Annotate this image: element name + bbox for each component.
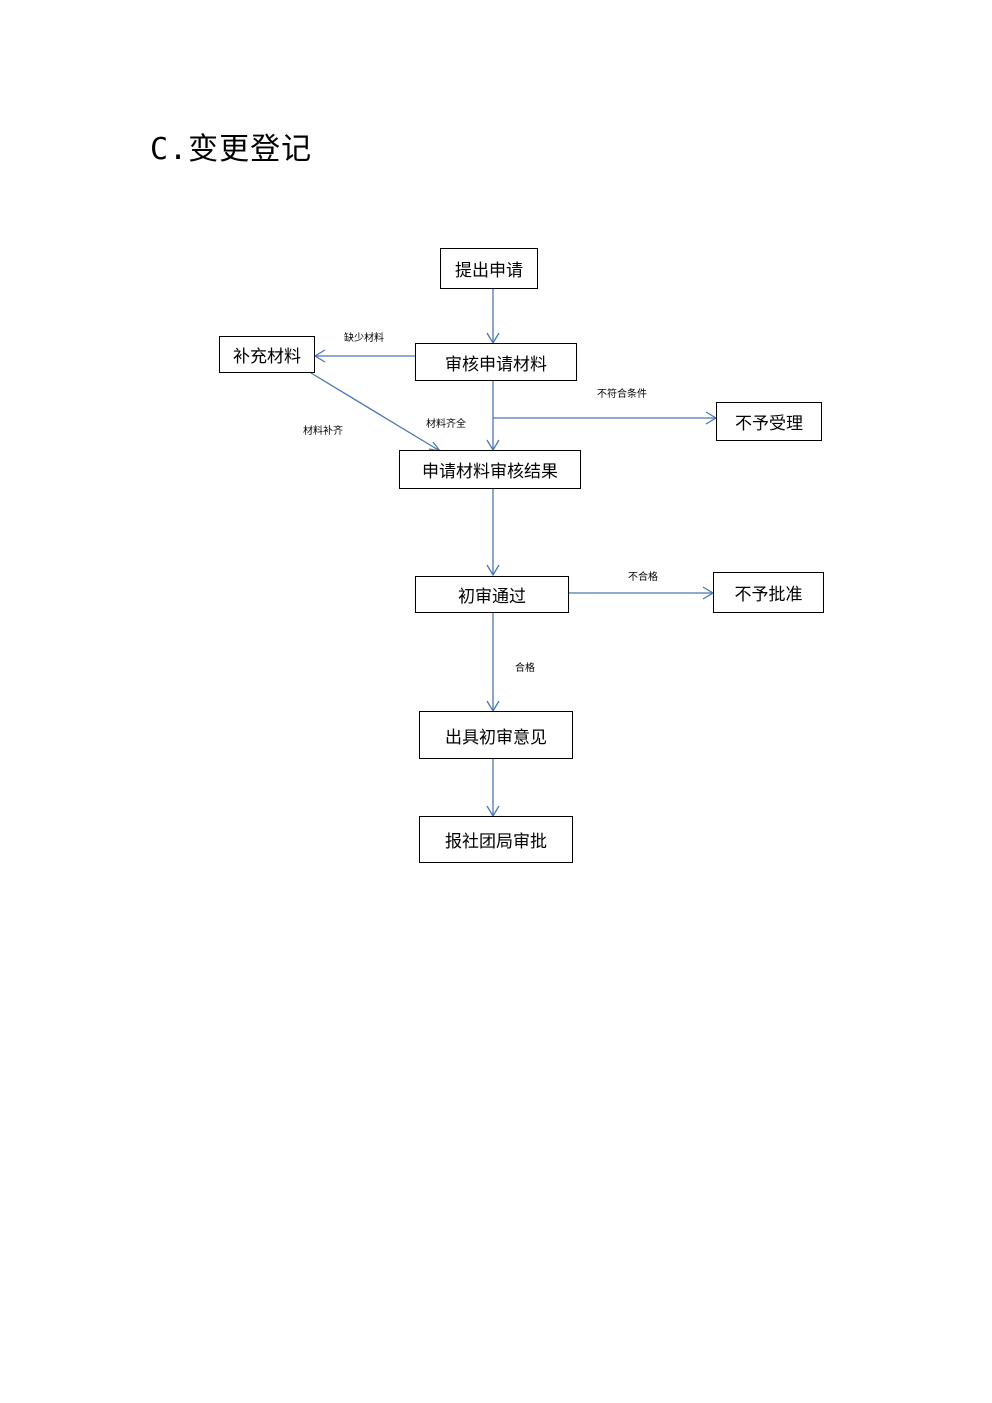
node-pass: 初审通过 <box>415 576 569 613</box>
edge-label-complete: 材料齐全 <box>426 419 466 430</box>
edge-supplement-result <box>310 372 441 452</box>
arrowhead <box>486 564 500 577</box>
node-review: 审核申请材料 <box>415 343 577 381</box>
node-report: 报社团局审批 <box>419 816 573 863</box>
edge-label-not-eligible: 不符合条件 <box>597 389 647 400</box>
node-opinion-label: 出具初审意见 <box>445 727 547 748</box>
node-pass-label: 初审通过 <box>458 587 526 607</box>
node-reject-approve: 不予批准 <box>713 572 824 613</box>
node-result-label: 申请材料审核结果 <box>422 462 558 482</box>
page-title: C.变更登记 <box>150 124 312 168</box>
node-opinion: 出具初审意见 <box>419 711 573 759</box>
node-report-label: 报社团局审批 <box>445 832 547 852</box>
arrowhead <box>313 349 326 363</box>
node-submit: 提出申请 <box>440 248 538 289</box>
node-review-label: 审核申请材料 <box>445 354 547 375</box>
edge-label-qualified: 合格 <box>515 663 535 674</box>
edge-label-unqualified: 不合格 <box>628 572 658 583</box>
node-supplement: 补充材料 <box>219 336 315 373</box>
node-reject-accept-label: 不予受理 <box>735 414 803 434</box>
edge-label-supplemented: 材料补齐 <box>303 426 343 437</box>
node-reject-accept: 不予受理 <box>716 402 822 441</box>
node-submit-label: 提出申请 <box>455 261 523 281</box>
edge-label-missing: 缺少材料 <box>344 333 384 344</box>
node-reject-approve-label: 不予批准 <box>734 585 803 605</box>
node-result: 申请材料审核结果 <box>399 450 581 489</box>
node-supplement-label: 补充材料 <box>233 347 301 367</box>
title-prefix: C. <box>150 132 189 167</box>
title-text: 变更登记 <box>188 132 313 167</box>
